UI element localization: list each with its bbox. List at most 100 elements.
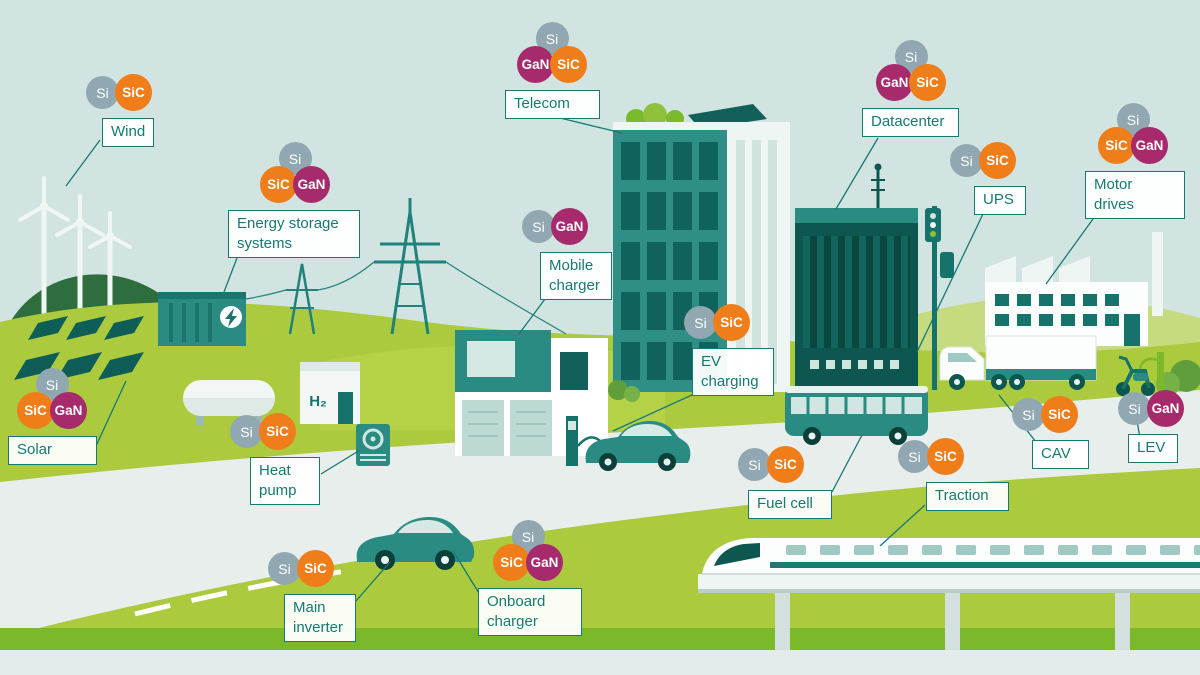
callout-mobile-charger: Si GaN Mobile charger <box>522 208 612 300</box>
sic-badge: SiC <box>979 142 1016 179</box>
callout-label: UPS <box>974 186 1026 215</box>
callout-label: Datacenter <box>862 108 959 137</box>
callout-label: Main inverter <box>284 594 356 642</box>
callout-ev-charging: Si SiC EV charging <box>684 304 774 396</box>
chip-group: Si GaN <box>1118 390 1184 427</box>
callout-cav: Si SiC CAV <box>1010 396 1089 469</box>
truck <box>939 335 1097 390</box>
factory-building <box>985 232 1163 346</box>
si-badge: Si <box>1118 392 1151 425</box>
chip-group: Si SiC <box>268 550 334 587</box>
road-marking <box>134 566 361 617</box>
callout-label: Motor drives <box>1085 171 1185 219</box>
gan-badge: GaN <box>876 64 913 101</box>
hydrogen-station: H₂ <box>183 362 360 426</box>
foreground-car <box>356 517 475 570</box>
chip-group: Si GaN SiC <box>876 40 946 101</box>
callout-lev: Si GaN LEV <box>1116 390 1184 463</box>
chip-group: Si SiC GaN <box>260 142 330 203</box>
energy-storage-container <box>158 292 246 346</box>
ev-car <box>585 421 691 471</box>
callout-label: Traction <box>926 482 1009 511</box>
bottom-band <box>0 650 1200 675</box>
sic-badge: SiC <box>713 304 750 341</box>
callout-energy-storage: Si SiC GaN Energy storage systems <box>228 142 360 258</box>
h2-label: H₂ <box>309 393 327 410</box>
sic-badge: SiC <box>909 64 946 101</box>
lightning-icon <box>225 308 237 327</box>
house <box>455 330 608 466</box>
callout-label: Heat pump <box>250 457 320 505</box>
callout-ups: Si SiC UPS <box>950 142 1026 215</box>
chip-group: Si SiC <box>738 446 804 483</box>
si-badge: Si <box>738 448 771 481</box>
si-badge: Si <box>230 415 263 448</box>
signal-pole <box>925 206 954 390</box>
gan-badge: GaN <box>293 166 330 203</box>
si-badge: Si <box>1012 398 1045 431</box>
callout-main-inverter: Si SiC Main inverter <box>266 550 356 642</box>
gan-badge: GaN <box>517 46 554 83</box>
callout-fuel-cell: Si SiC Fuel cell <box>738 446 832 519</box>
callout-wind: Si SiC Wind <box>82 74 155 147</box>
bus <box>785 386 928 445</box>
gan-badge: GaN <box>1131 127 1168 164</box>
datacenter-building <box>795 163 918 392</box>
si-badge: Si <box>950 144 983 177</box>
si-badge: Si <box>86 76 119 109</box>
callout-label: CAV <box>1032 440 1089 469</box>
chip-group: Si SiC <box>86 74 152 111</box>
callout-onboard-charger: Si SiC GaN Onboard charger <box>478 520 582 636</box>
si-badge: Si <box>35 368 69 401</box>
chip-group: Si GaN SiC <box>517 22 587 83</box>
si-badge: Si <box>268 552 301 585</box>
leader-lines <box>65 117 1141 602</box>
callout-label: Fuel cell <box>748 490 832 519</box>
chip-group: Si SiC <box>950 142 1016 179</box>
callout-datacenter: Si GaN SiC Datacenter <box>862 40 959 137</box>
chip-group: Si SiC GaN <box>17 368 87 429</box>
train <box>702 538 1200 575</box>
callout-traction: Si SiC Traction <box>896 438 1009 511</box>
sic-badge: SiC <box>297 550 334 587</box>
chip-group: Si GaN <box>522 208 588 245</box>
sic-badge: SiC <box>927 438 964 475</box>
chip-group: Si SiC <box>898 438 964 475</box>
chip-group: Si SiC GaN <box>493 520 563 581</box>
solar-panels <box>14 316 144 380</box>
chip-group: Si SiC GaN <box>1098 103 1168 164</box>
chip-group: Si SiC <box>230 413 296 450</box>
sic-badge: SiC <box>260 166 297 203</box>
sic-badge: SiC <box>115 74 152 111</box>
chip-group: Si SiC <box>1012 396 1078 433</box>
sic-badge: SiC <box>550 46 587 83</box>
callout-label: Onboard charger <box>478 588 582 636</box>
sic-badge: SiC <box>17 392 54 429</box>
sic-badge: SiC <box>493 544 530 581</box>
callout-label: Telecom <box>505 90 600 119</box>
gan-badge: GaN <box>551 208 588 245</box>
scooter <box>1116 352 1164 396</box>
si-badge: Si <box>522 210 555 243</box>
callout-label: Energy storage systems <box>228 210 360 258</box>
train-viaduct <box>698 574 1200 650</box>
callout-label: Mobile charger <box>540 252 612 300</box>
antenna-icon <box>874 163 882 171</box>
gan-badge: GaN <box>50 392 87 429</box>
sic-badge: SiC <box>767 446 804 483</box>
callout-motor-drives: Si SiC GaN Motor drives <box>1085 103 1185 219</box>
sic-badge: SiC <box>1041 396 1078 433</box>
callout-solar: Si SiC GaN Solar <box>8 368 97 465</box>
chip-group: Si SiC <box>684 304 750 341</box>
callout-label: Solar <box>8 436 97 465</box>
power-pylons <box>245 198 567 335</box>
heat-pump-unit <box>356 424 390 466</box>
gan-badge: GaN <box>1147 390 1184 427</box>
green-stripe <box>0 628 1200 650</box>
callout-label: LEV <box>1128 434 1178 463</box>
si-badge: Si <box>898 440 931 473</box>
sic-badge: SiC <box>1098 127 1135 164</box>
callout-heat-pump: Si SiC Heat pump <box>230 413 320 505</box>
